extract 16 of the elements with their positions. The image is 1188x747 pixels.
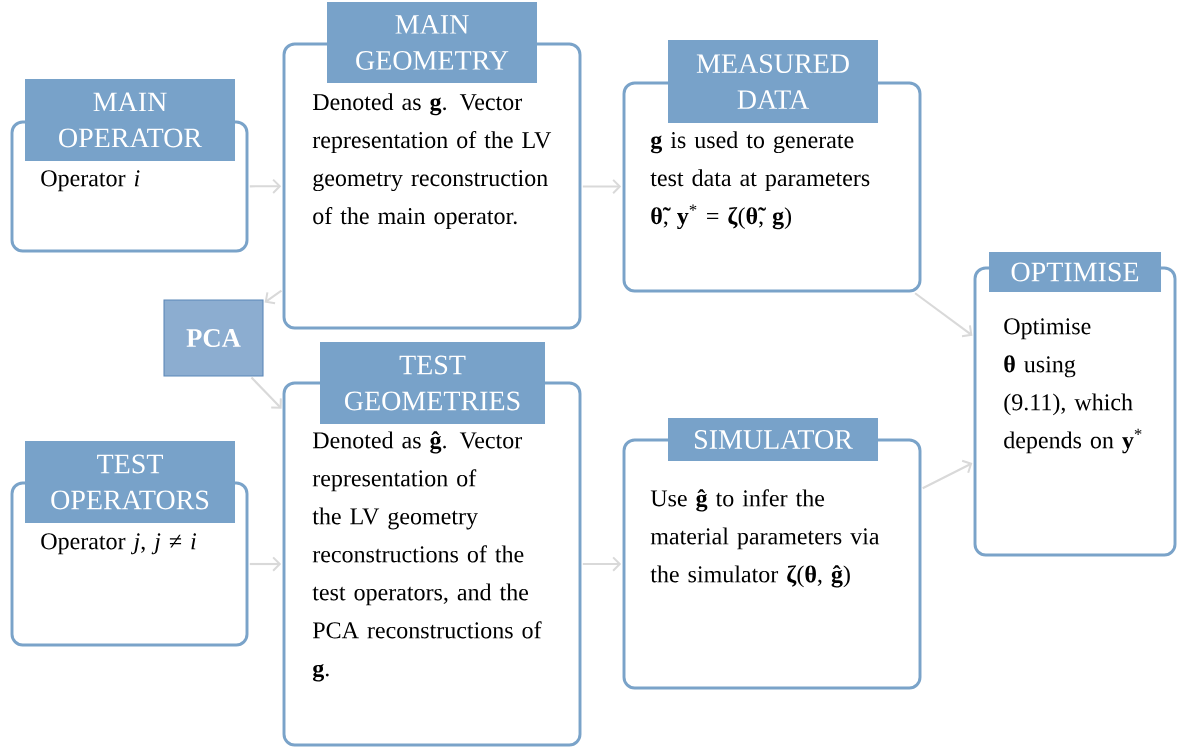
arrow — [582, 178, 622, 195]
title-banner: SIMULATOR — [668, 418, 878, 461]
title-banner: MAIN GEOMETRY — [327, 2, 537, 83]
title-banner: TEST GEOMETRIES — [320, 342, 545, 424]
title-banner: MAIN OPERATOR — [25, 79, 235, 161]
arrow — [582, 556, 622, 572]
arrow — [922, 459, 973, 490]
title-banner: MEASURED DATA — [668, 40, 878, 123]
process-box: PCA — [163, 299, 264, 377]
arrow — [914, 292, 973, 338]
title-banner: OPTIMISE — [989, 252, 1161, 292]
arrow — [264, 289, 283, 305]
arrow — [249, 556, 282, 572]
arrow — [249, 178, 282, 194]
arrow — [250, 376, 282, 409]
title-banner: TEST OPERATORS — [25, 441, 235, 523]
